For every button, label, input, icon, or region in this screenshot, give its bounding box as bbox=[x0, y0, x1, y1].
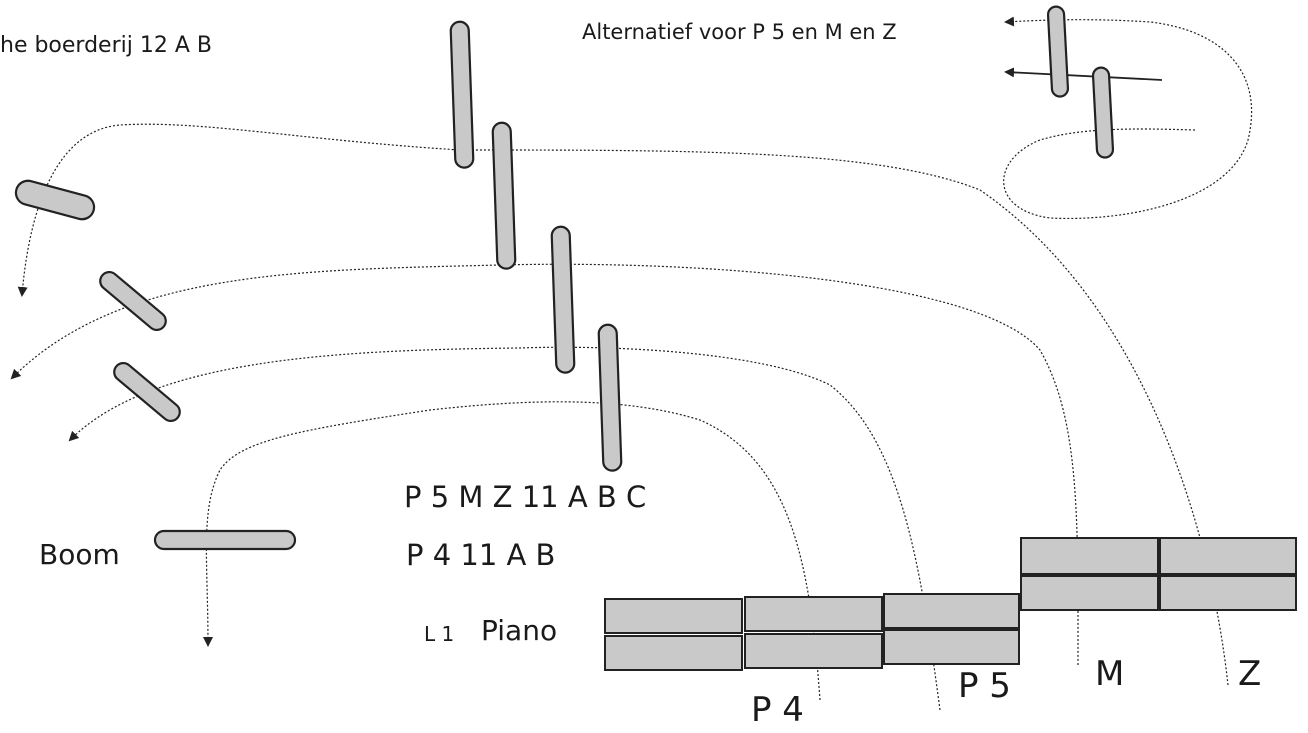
route-path-boerderij bbox=[17, 123, 1229, 686]
boom-bar bbox=[153, 529, 297, 551]
tilted-bar-lower bbox=[113, 361, 181, 423]
gate-bar-2 bbox=[491, 121, 517, 270]
start-box-mz-left-bottom bbox=[1020, 575, 1159, 611]
start-box-p4-right-bottom bbox=[744, 633, 883, 669]
alt-bar-1 bbox=[1046, 5, 1070, 98]
lane-label-z: Z bbox=[1238, 654, 1262, 694]
title-top-right: Alternatief voor P 5 en M en Z bbox=[582, 20, 897, 44]
route-label-p5mz: P 5 M Z 11 A B C bbox=[404, 480, 647, 514]
gate-bar-3 bbox=[550, 225, 576, 374]
gate-bar-1 bbox=[449, 20, 475, 169]
start-box-p4-right-top bbox=[744, 596, 883, 632]
route-path-p4 bbox=[202, 401, 821, 701]
start-box-p4-left-bottom bbox=[604, 635, 743, 671]
start-box-p4-left-top bbox=[604, 598, 743, 634]
title-top-left: he boerderij 12 A B bbox=[0, 33, 212, 58]
route-label-l1-name: Piano bbox=[481, 614, 558, 647]
route-label-p4: P 4 11 A B bbox=[406, 538, 556, 572]
tilted-bar-top bbox=[14, 179, 96, 221]
route-path-alternatief bbox=[1003, 16, 1253, 220]
gate-bar-4 bbox=[597, 323, 623, 472]
boom-label: Boom bbox=[39, 538, 120, 571]
alternative-arrow bbox=[1004, 67, 1163, 81]
lane-label-m: M bbox=[1095, 654, 1125, 694]
start-box-mz-right-top bbox=[1159, 537, 1297, 575]
route-path-m bbox=[10, 263, 1079, 666]
route-path-p5 bbox=[68, 346, 941, 711]
start-box-p5-top bbox=[883, 593, 1020, 629]
route-label-l1: L 1 bbox=[424, 622, 455, 646]
start-box-p5-bottom bbox=[883, 629, 1020, 665]
lane-label-p5: P 5 bbox=[958, 666, 1011, 706]
start-box-mz-right-bottom bbox=[1159, 575, 1297, 611]
lane-label-p4: P 4 bbox=[751, 690, 804, 730]
start-box-mz-left-top bbox=[1020, 537, 1159, 575]
alt-bar-2 bbox=[1091, 66, 1115, 159]
tilted-bar-middle bbox=[99, 270, 167, 332]
